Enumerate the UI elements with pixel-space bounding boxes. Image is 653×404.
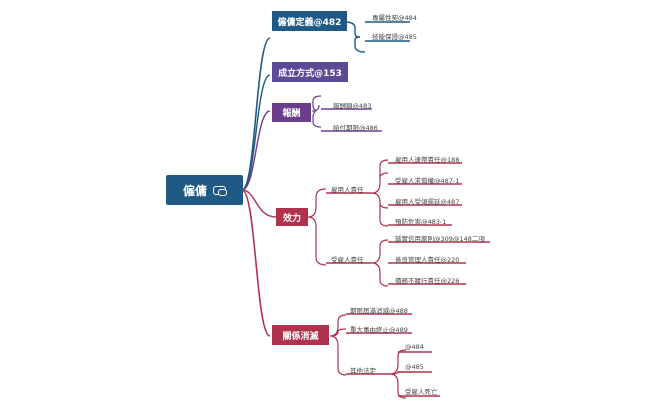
leaf-node[interactable]: 報酬額@483 [333,102,372,110]
leaf-node[interactable]: 重大事由終止@489 [350,326,408,334]
root-node[interactable]: 僱傭 [166,175,243,205]
leaf-node[interactable]: @485 [405,363,424,371]
branch-definition[interactable]: 僱傭定義@482 [272,11,347,31]
leaf-node[interactable]: 善良管理人責任@220 [395,256,460,264]
leaf-node[interactable]: 專屬性契@484 [372,14,417,22]
branch-effect-label: 效力 [282,213,301,224]
leaf-node[interactable]: 受雇人求償權@487-1 [395,177,460,185]
root-label: 僱傭 [182,183,207,198]
leaf-node[interactable]: @484 [405,343,424,351]
branch-formation[interactable]: 成立方式@153 [272,62,348,82]
branch-formation-label: 成立方式@153 [278,68,342,79]
leaf-node[interactable]: 技能保證@485 [372,33,417,41]
sub-node[interactable]: 受雇人責任 [331,256,364,264]
leaf-node[interactable]: 雇用人連帶責任@188 [395,156,460,164]
sub-node[interactable]: 其他法定 [350,367,376,375]
leaf-node[interactable]: 誠實信用原則@309@148二項 [395,235,485,243]
branch-definition-label: 僱傭定義@482 [277,17,342,28]
branch-effect[interactable]: 效力 [276,208,308,226]
leaf-node[interactable]: 期限屆滿消滅@488 [350,307,408,315]
leaf-node[interactable]: 受雇人死亡 [405,388,438,396]
branch-remuneration-label: 報酬 [282,109,301,119]
branch-remuneration[interactable]: 報酬 [272,103,311,122]
branch-termination-label: 關係消滅 [282,331,319,342]
leaf-node[interactable]: 給付期限@486 [333,124,378,132]
sub-node[interactable]: 雇用人責任 [331,186,364,194]
leaf-node[interactable]: 雇用人受領遲延@487 [395,198,460,206]
link-icon [213,185,227,196]
leaf-node[interactable]: 債務不履行責任@226 [395,277,460,285]
branch-termination[interactable]: 關係消滅 [272,325,329,345]
leaf-node[interactable]: 預防危害@483-1 [395,218,447,226]
